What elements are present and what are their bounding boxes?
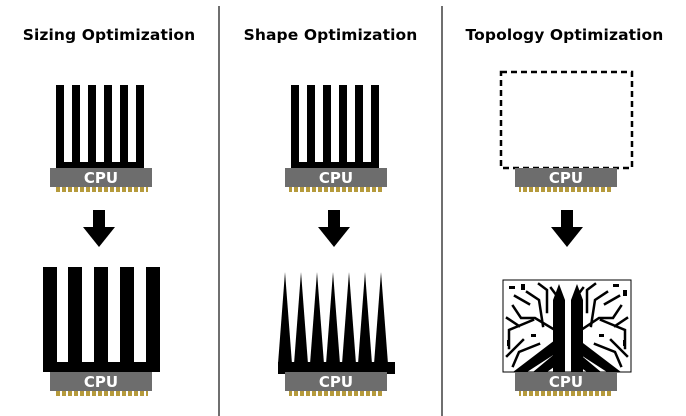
cpu-chip-bottom: CPU (50, 372, 152, 396)
cpu-label: CPU (319, 373, 353, 391)
arrow-down-icon (318, 210, 350, 247)
panel-title-sizing: Sizing Optimization (22, 26, 196, 44)
cpu-chip-bottom: CPU (515, 372, 617, 396)
arrow-down-icon (551, 210, 583, 247)
cpu-label: CPU (84, 373, 118, 391)
arrow-down-icon (83, 210, 115, 247)
heatsink-original (56, 85, 144, 170)
cpu-chip-top: CPU (50, 168, 152, 192)
panel-sizing: Sizing Optimization CPU (0, 0, 218, 416)
panel-shape: Shape Optimization CPU (220, 0, 441, 416)
sizing-illustration: CPU CPU (43, 85, 160, 396)
cpu-label: CPU (549, 169, 583, 187)
cpu-chip-bottom: CPU (285, 372, 387, 396)
cpu-label: CPU (549, 373, 583, 391)
cpu-chip-top: CPU (285, 168, 387, 192)
divider-left (218, 6, 220, 416)
cpu-pins-top (54, 186, 148, 192)
shape-illustration: CPU CPU (278, 85, 395, 396)
panel-title-topology: Topology Optimization (465, 26, 664, 44)
heatsink-sized (43, 267, 160, 372)
panel-topology: Topology Optimization CPU (443, 0, 686, 416)
cpu-label: CPU (84, 169, 118, 187)
heatsink-shaped (278, 272, 395, 374)
divider-right (441, 6, 443, 416)
cpu-chip-top: CPU (515, 168, 617, 192)
panel-title-shape: Shape Optimization (243, 26, 418, 44)
cpu-label: CPU (319, 169, 353, 187)
design-domain-box (499, 70, 634, 170)
heatsink-original (291, 85, 379, 170)
topology-illustration: CPU (499, 70, 634, 396)
heatsink-topology (502, 279, 632, 373)
